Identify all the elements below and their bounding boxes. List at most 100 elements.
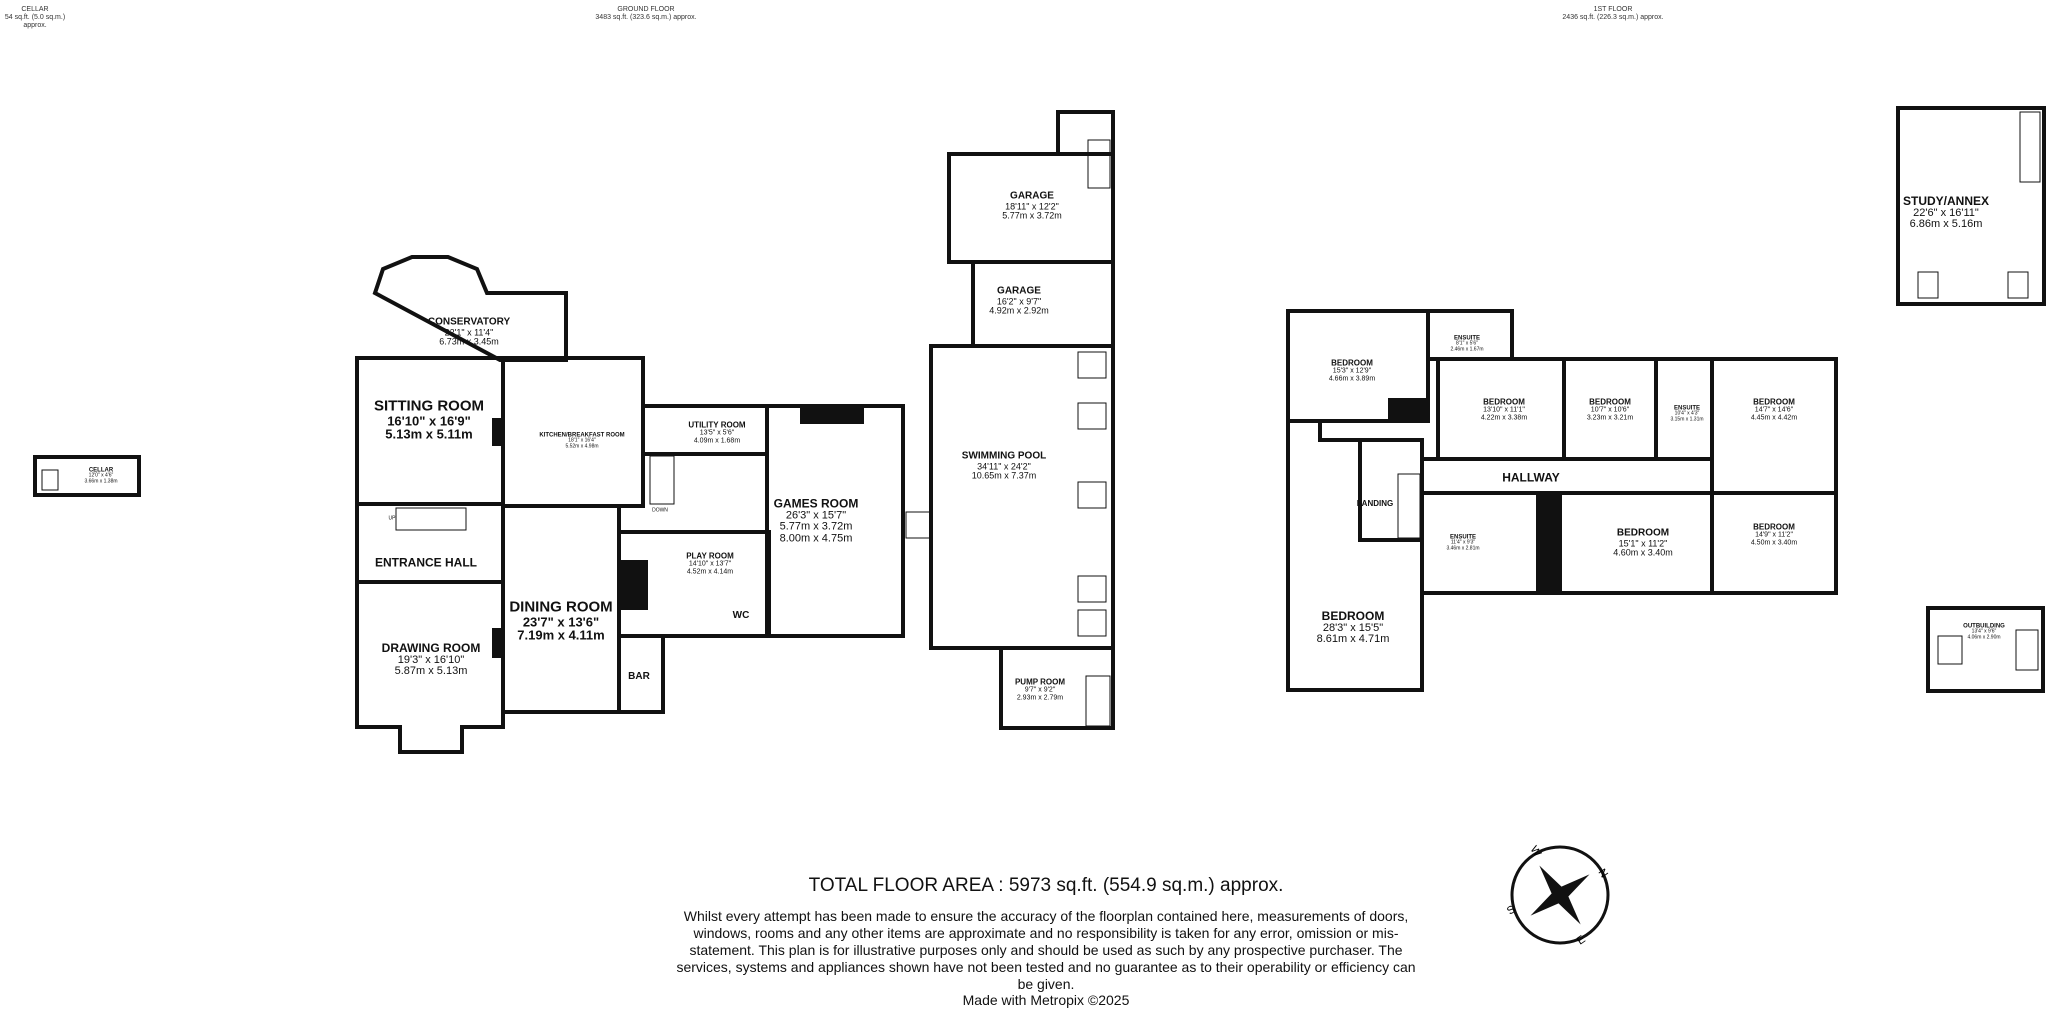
skylight-1 [1077, 351, 1107, 379]
room-dims: 34'11" x 24'2" [977, 460, 1031, 471]
room-label-bar: BAR [628, 670, 650, 683]
bed-a-chimney [1388, 398, 1428, 422]
room-name: WC [732, 609, 750, 621]
compass-ring [1510, 845, 1610, 945]
sitting-chimney [492, 418, 504, 446]
pool-steps-icon [905, 511, 931, 539]
room-metric: 4.60m x 3.40m [1613, 547, 1673, 558]
room-dims: 10'4" x 4'3" [1674, 410, 1700, 417]
room-metric: 3.46m x 2.81m [1446, 545, 1480, 552]
room-metric: 4.66m x 3.89m [1328, 375, 1376, 383]
room-name: SITTING ROOM [374, 397, 484, 415]
room-dims: 11'4" x 9'3" [1450, 539, 1476, 546]
room-dims: 18'11" x 12'2" [1005, 200, 1059, 211]
room-name: KITCHEN/BREAKFAST ROOM [539, 432, 625, 439]
room-metric: 2.93m x 2.79m [1016, 694, 1064, 702]
bed-a-walls [1286, 309, 1430, 423]
first-floor-name: 1ST FLOOR [1593, 6, 1633, 13]
room-metric: 4.06m x 2.90m [1967, 634, 2001, 641]
cellar-stairs-icon [41, 469, 59, 491]
room-name: SWIMMING POOL [961, 450, 1047, 462]
room-dims: 16'10" x 16'9" [387, 413, 471, 429]
stairs-group [41, 111, 2041, 727]
room-label-wc: WC [732, 609, 750, 622]
skylights [1077, 271, 2029, 665]
skylight-8 [1937, 635, 1963, 665]
room-name: BEDROOM [1589, 397, 1631, 407]
outbuilding-stairs-icon [2015, 629, 2039, 671]
room-name: GAMES ROOM [773, 496, 859, 511]
compass-icon: N E S W [1505, 844, 1610, 948]
room-dims: 14'9" x 11'2" [1755, 531, 1793, 539]
room-metric: 3.15m x 1.31m [1670, 416, 1704, 423]
room-name: UTILITY ROOM [688, 420, 746, 430]
room-name: GARAGE [1010, 190, 1054, 202]
total-floor-area: TOTAL FLOOR AREA : 5973 sq.ft. (554.9 sq… [808, 875, 1284, 896]
room-name: STUDY/ANNEX [1902, 194, 1990, 209]
ground-floor-name: GROUND FLOOR [617, 6, 675, 13]
room-dims: 10'7" x 10'6" [1590, 406, 1630, 414]
drawing-room-walls [355, 582, 505, 754]
room-metric: 5.87m x 5.13m [394, 665, 468, 678]
landing-stairs-icon [1397, 473, 1421, 539]
room-dims: 28'3" x 15'5" [1322, 621, 1384, 634]
room-metric: 8.61m x 4.71m [1316, 633, 1390, 646]
room-dims: 14'7" x 14'6" [1754, 406, 1794, 414]
landing-chimney [1536, 493, 1562, 593]
room-name: ENSUITE [1673, 405, 1701, 412]
room-name: BAR [628, 670, 650, 682]
room-metric: 3.66m x 1.38m [84, 478, 118, 485]
ground-floor-area: 3483 sq.ft. (323.6 sq.m.) approx. [595, 14, 697, 21]
study-stairs-icon [2019, 111, 2041, 183]
disclaimer-text: Whilst every attempt has been made to en… [676, 908, 1416, 992]
drawing-chimney [492, 628, 504, 658]
hall-stairs-icon [395, 507, 467, 531]
first-floor-area: 2436 sq.ft. (226.3 sq.m.) approx. [1562, 14, 1664, 21]
room-name: BEDROOM [1321, 609, 1385, 624]
room-dims: 19'3" x 16'10" [397, 653, 465, 666]
skylight-4 [1077, 575, 1107, 603]
room-metric: 4.09m x 1.68m [693, 437, 741, 445]
up-mark-hall: UP [388, 515, 396, 522]
room-metric: 8.00m x 4.75m [779, 532, 853, 545]
room-dims: 26'3" x 15'7" [785, 508, 847, 521]
room-label-landing: LANDING [1357, 499, 1393, 508]
room-dims: 22'1" x 11'4" [444, 326, 494, 337]
room-metric: 5.77m x 3.72m [1002, 210, 1062, 221]
games-chimney [800, 406, 864, 424]
landing-walls [1358, 438, 1424, 542]
skylight-2 [1077, 402, 1107, 430]
bed-d-walls [1710, 357, 1838, 495]
room-label-hallway: HALLWAY [1502, 472, 1560, 485]
room-metric: 4.22m x 3.38m [1480, 414, 1528, 422]
garage-stair-walls [1056, 110, 1115, 154]
room-metric: 5.52m x 4.98m [565, 443, 599, 450]
compass-n: N [1596, 867, 1610, 880]
pump-stairs-icon [1085, 675, 1111, 727]
room-metric: 4.92m x 2.92m [989, 305, 1049, 316]
skylight-6 [1917, 271, 1939, 299]
hallway-walls [1420, 457, 1714, 495]
room-metric: 6.86m x 5.16m [1909, 218, 1983, 231]
cellar-walls [33, 455, 141, 497]
outbuilding-walls [1926, 606, 2045, 693]
cellar-floor-header: CELLAR 54 sq.ft. (5.0 sq.m.) approx. [0, 6, 70, 30]
room-metric: 4.50m x 3.40m [1750, 539, 1798, 547]
play-chimney [620, 560, 648, 610]
ground-floor-header: GROUND FLOOR 3483 sq.ft. (323.6 sq.m.) a… [566, 6, 726, 22]
garage-stairs-icon [1087, 139, 1111, 189]
room-name: CONSERVATORY [427, 316, 511, 328]
room-dims: 15'1" x 11'2" [1618, 537, 1668, 548]
